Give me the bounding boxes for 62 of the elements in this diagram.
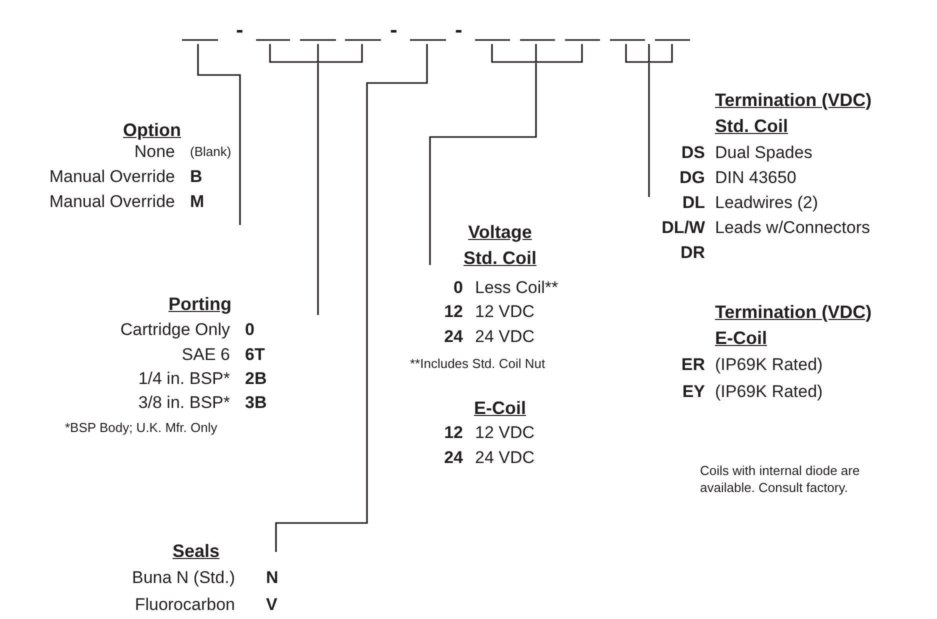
leader-line	[429, 63, 537, 265]
option-code: DR	[680, 243, 705, 263]
separator-dash: -	[390, 20, 398, 40]
option-code: EY	[682, 382, 705, 402]
option-description: 3/8 in. BSP*	[138, 393, 230, 413]
leader-line	[275, 44, 428, 552]
separator-dash: -	[236, 20, 244, 40]
option-description: 24 VDC	[475, 327, 535, 347]
option-code: 24	[444, 327, 463, 347]
option-description: Cartridge Only	[120, 320, 230, 340]
option-code: DL/W	[662, 218, 705, 238]
leader-line	[317, 63, 319, 315]
option-code: 12	[444, 423, 463, 443]
leader-line	[197, 44, 241, 225]
option-description: Leadwires (2)	[715, 193, 818, 213]
option-code: 12	[444, 302, 463, 322]
option-description: Buna N (Std.)	[132, 568, 235, 588]
option-code: 0	[245, 320, 254, 340]
table-heading: Termination (VDC)	[715, 90, 872, 110]
table-heading: Std. Coil	[464, 248, 536, 268]
option-code: 24	[444, 448, 463, 468]
leader-line	[648, 63, 650, 197]
option-code: (Blank)	[190, 143, 232, 161]
table-heading: E-Coil	[474, 398, 526, 418]
table-heading: Voltage	[468, 222, 532, 242]
option-code: 0	[454, 278, 463, 298]
option-description: Fluorocarbon	[134, 595, 235, 615]
table-heading: Porting	[168, 294, 232, 314]
option-description: DIN 43650	[715, 168, 796, 188]
table-heading: Std. Coil	[715, 116, 788, 136]
option-code: DS	[681, 143, 705, 163]
note: Coils with internal diode are available. Consult factory.	[700, 462, 861, 496]
option-code: B	[190, 167, 202, 187]
option-code: 3B	[245, 393, 267, 413]
option-code: ER	[681, 355, 705, 375]
table-heading: Seals	[172, 541, 220, 561]
option-code: 2B	[245, 369, 267, 389]
option-description: Manual Override	[49, 192, 175, 212]
option-description: (IP69K Rated)	[715, 355, 823, 375]
option-description: Dual Spades	[715, 143, 812, 163]
option-description: None	[134, 142, 175, 162]
option-code: DL	[682, 193, 705, 213]
option-code: M	[190, 192, 204, 212]
table-heading: Termination (VDC)	[715, 302, 872, 322]
table-heading: E-Coil	[715, 328, 767, 348]
option-description: Manual Override	[49, 167, 175, 187]
option-description: SAE 6	[182, 345, 230, 365]
option-description: Leads w/Connectors	[715, 218, 870, 238]
table-heading: Option	[123, 120, 181, 140]
option-description: 12 VDC	[475, 302, 535, 322]
option-description: 12 VDC	[475, 423, 535, 443]
option-code: V	[266, 595, 278, 615]
option-description: 24 VDC	[475, 448, 535, 468]
option-code: DG	[680, 168, 705, 188]
separator-dash: -	[455, 20, 462, 40]
option-code: N	[266, 568, 278, 588]
option-description: 1/4 in. BSP*	[138, 369, 230, 389]
option-code: 6T	[245, 345, 265, 365]
option-description: (IP69K Rated)	[715, 382, 823, 402]
footnote: **Includes Std. Coil Nut	[410, 355, 546, 373]
option-description: Less Coil**	[475, 278, 558, 298]
footnote: *BSP Body; U.K. Mfr. Only	[65, 419, 218, 437]
